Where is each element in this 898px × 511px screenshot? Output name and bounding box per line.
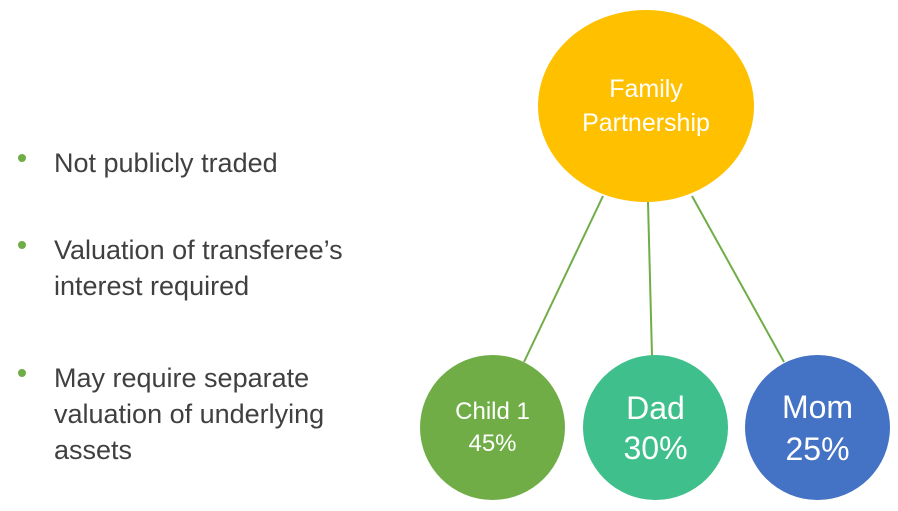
bullet-text: Not publicly traded xyxy=(54,148,278,178)
node-mom: Mom 25% xyxy=(745,355,890,500)
node-child-1-label: Child 1 45% xyxy=(455,397,530,457)
node-family-partnership: Family Partnership xyxy=(538,10,754,202)
bullet-list: Not publicly traded Valuation of transfe… xyxy=(18,0,398,511)
node-family-partnership-label: Family Partnership xyxy=(582,75,710,137)
node-child-1: Child 1 45% xyxy=(420,355,565,500)
bullet-dot-icon xyxy=(18,154,26,162)
bullet-dot-icon xyxy=(18,369,26,377)
node-dad-label: Dad 30% xyxy=(623,389,688,466)
bullet-text: May require separate valuation of underl… xyxy=(54,363,325,465)
connector-root-child1 xyxy=(523,195,604,363)
bullet-dot-icon xyxy=(18,241,26,249)
node-dad: Dad 30% xyxy=(583,355,728,500)
connector-root-mom xyxy=(691,195,785,363)
node-mom-label: Mom 25% xyxy=(781,388,854,467)
connector-root-dad xyxy=(647,201,653,357)
bullet-text: Valuation of transferee’s interest requi… xyxy=(54,235,343,301)
